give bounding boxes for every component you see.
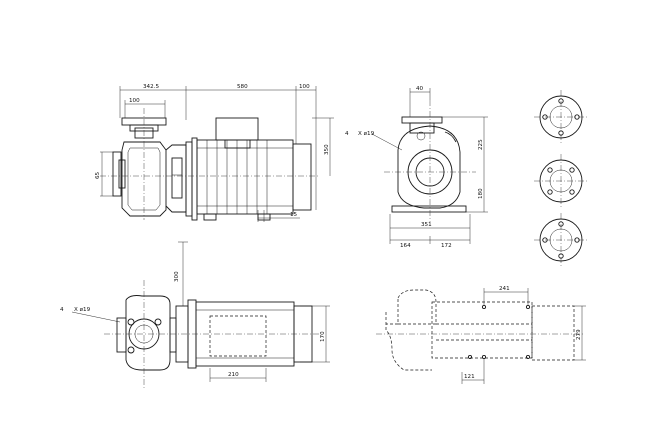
side-view-pump-motor: 342.5 100 580 100 350 65 15 — [95, 84, 334, 222]
pump-casing-plan — [125, 295, 171, 371]
dim-164: 164 — [400, 243, 411, 249]
base-plate-end — [391, 205, 467, 213]
dim-100-top: 100 — [129, 98, 140, 104]
baseplate-outline — [431, 301, 533, 359]
volute-end — [397, 125, 461, 209]
dim-300: 300 — [174, 271, 180, 282]
dim-351: 351 — [421, 222, 432, 228]
dim-241: 241 — [499, 286, 510, 292]
dim-342-5: 342.5 — [143, 84, 159, 90]
motor-body-side — [196, 139, 294, 215]
pump-outline-dashed — [397, 289, 437, 325]
dim-65: 65 — [95, 171, 101, 179]
holes-spec-top: X ø19 — [358, 131, 375, 137]
dim-580: 580 — [237, 84, 248, 90]
dim-15: 15 — [290, 212, 298, 218]
end-flange-top — [401, 116, 443, 124]
dim-40: 40 — [416, 86, 424, 92]
flange-detail-2 — [534, 154, 588, 208]
dim-100-right: 100 — [299, 84, 310, 90]
dim-121: 121 — [464, 374, 475, 380]
flange-detail-3 — [534, 213, 588, 267]
holes-spec-bottom: X ø19 — [74, 307, 91, 313]
dim-172: 172 — [441, 243, 452, 249]
discharge-flange-side — [112, 151, 122, 197]
flange-detail-1 — [534, 90, 588, 144]
dim-210: 210 — [228, 372, 239, 378]
fan-cover-side — [292, 143, 312, 211]
dim-350: 350 — [324, 144, 330, 155]
terminal-box — [215, 117, 259, 141]
motor-outline — [531, 305, 575, 361]
dim-225: 225 — [478, 139, 484, 150]
plan-view-pump-motor: 300 170 210 4 X ø19 — [60, 241, 330, 388]
flange-details — [534, 90, 588, 267]
foundation-outline-view: 241 279 121 — [376, 286, 586, 384]
end-view-pump: 40 225 180 351 164 172 4 X ø19 — [345, 86, 488, 249]
holes-count-top: 4 — [345, 131, 349, 137]
pump-volute-side — [121, 141, 167, 217]
dim-170: 170 — [320, 331, 326, 342]
dim-279: 279 — [576, 329, 582, 340]
bearing-bracket — [165, 144, 187, 213]
holes-count-bottom: 4 — [60, 307, 64, 313]
dim-180: 180 — [478, 188, 484, 199]
